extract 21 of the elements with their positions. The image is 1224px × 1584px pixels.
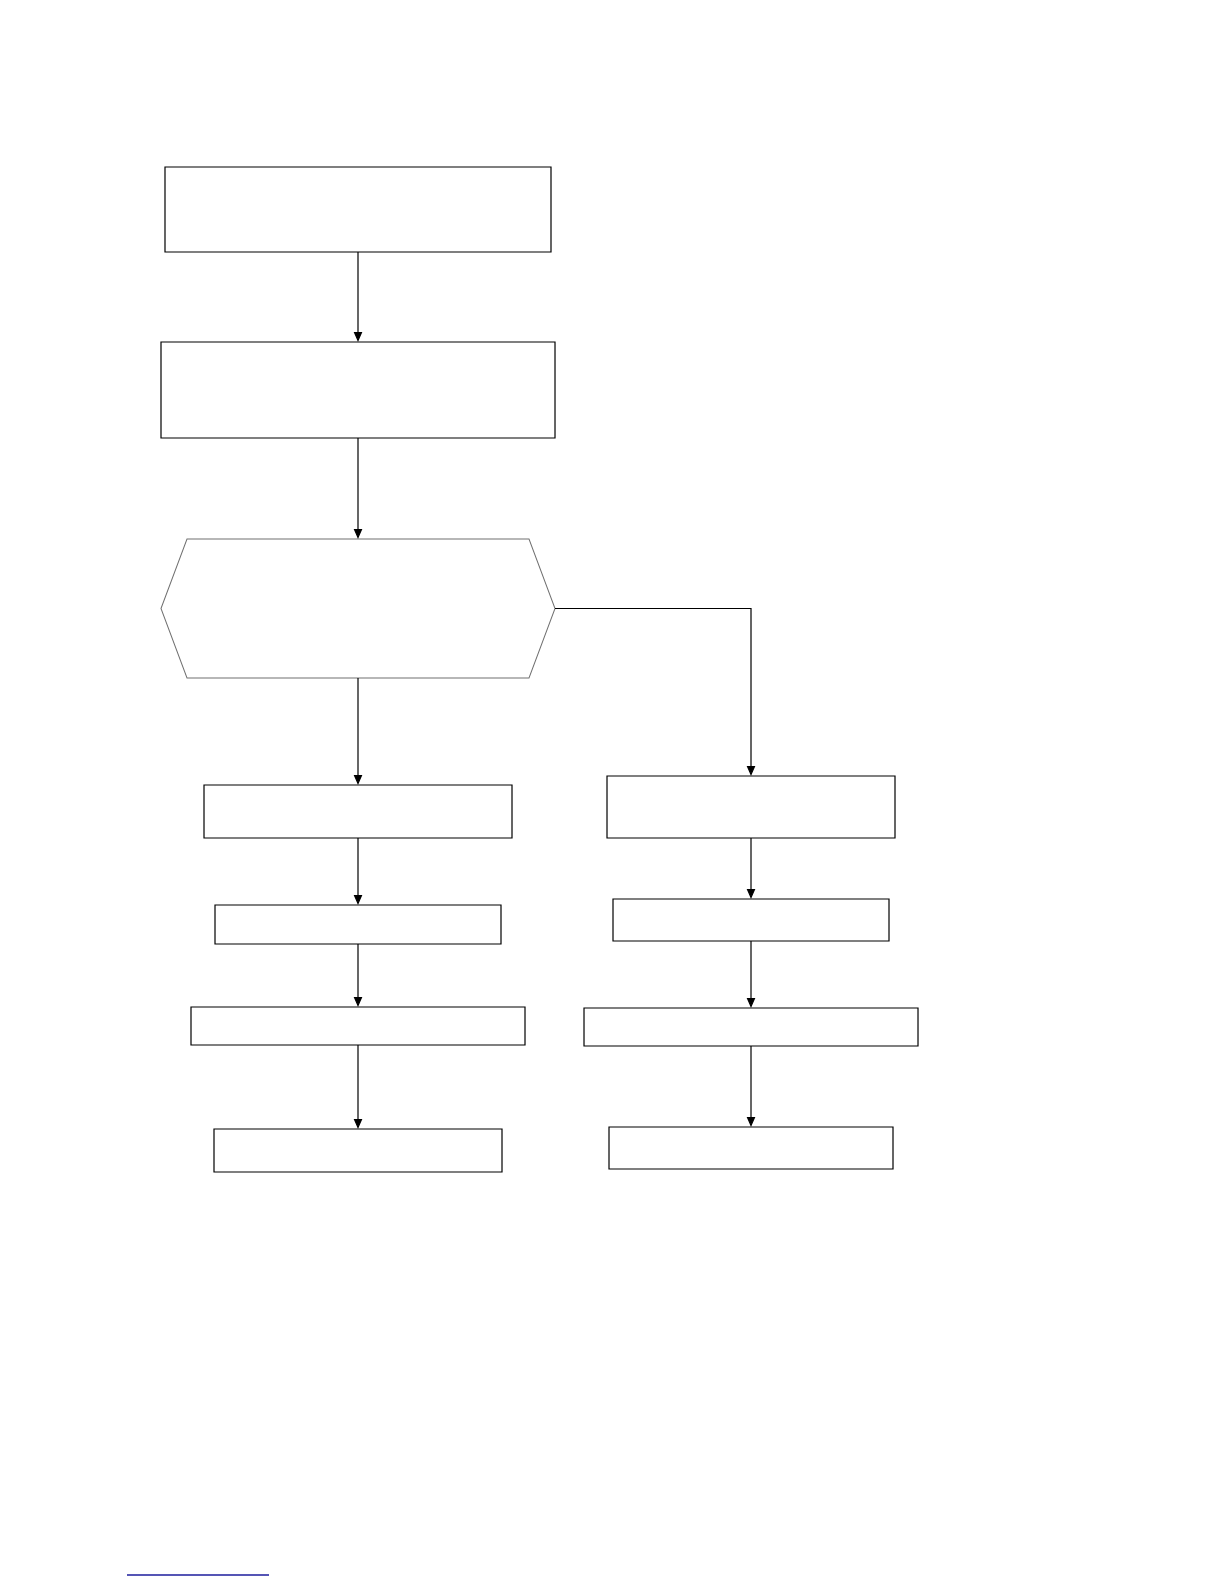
process-box xyxy=(583,1007,919,1047)
process-box xyxy=(190,1006,526,1046)
arrow xyxy=(746,940,756,1008)
arrow xyxy=(746,837,756,899)
process-box xyxy=(214,904,502,945)
arrow xyxy=(746,1045,756,1127)
arrow xyxy=(353,251,363,342)
process-box xyxy=(164,166,552,253)
process-box xyxy=(213,1128,503,1173)
arrow xyxy=(353,837,363,905)
arrow xyxy=(353,1044,363,1129)
process-box xyxy=(612,898,890,942)
arrow xyxy=(554,607,756,776)
arrow xyxy=(353,943,363,1007)
process-box xyxy=(160,341,556,439)
arrow xyxy=(353,677,363,785)
hexagon xyxy=(160,538,556,679)
process-box xyxy=(606,775,896,839)
arrow xyxy=(353,437,363,539)
process-box xyxy=(203,784,513,839)
process-box xyxy=(608,1126,894,1170)
